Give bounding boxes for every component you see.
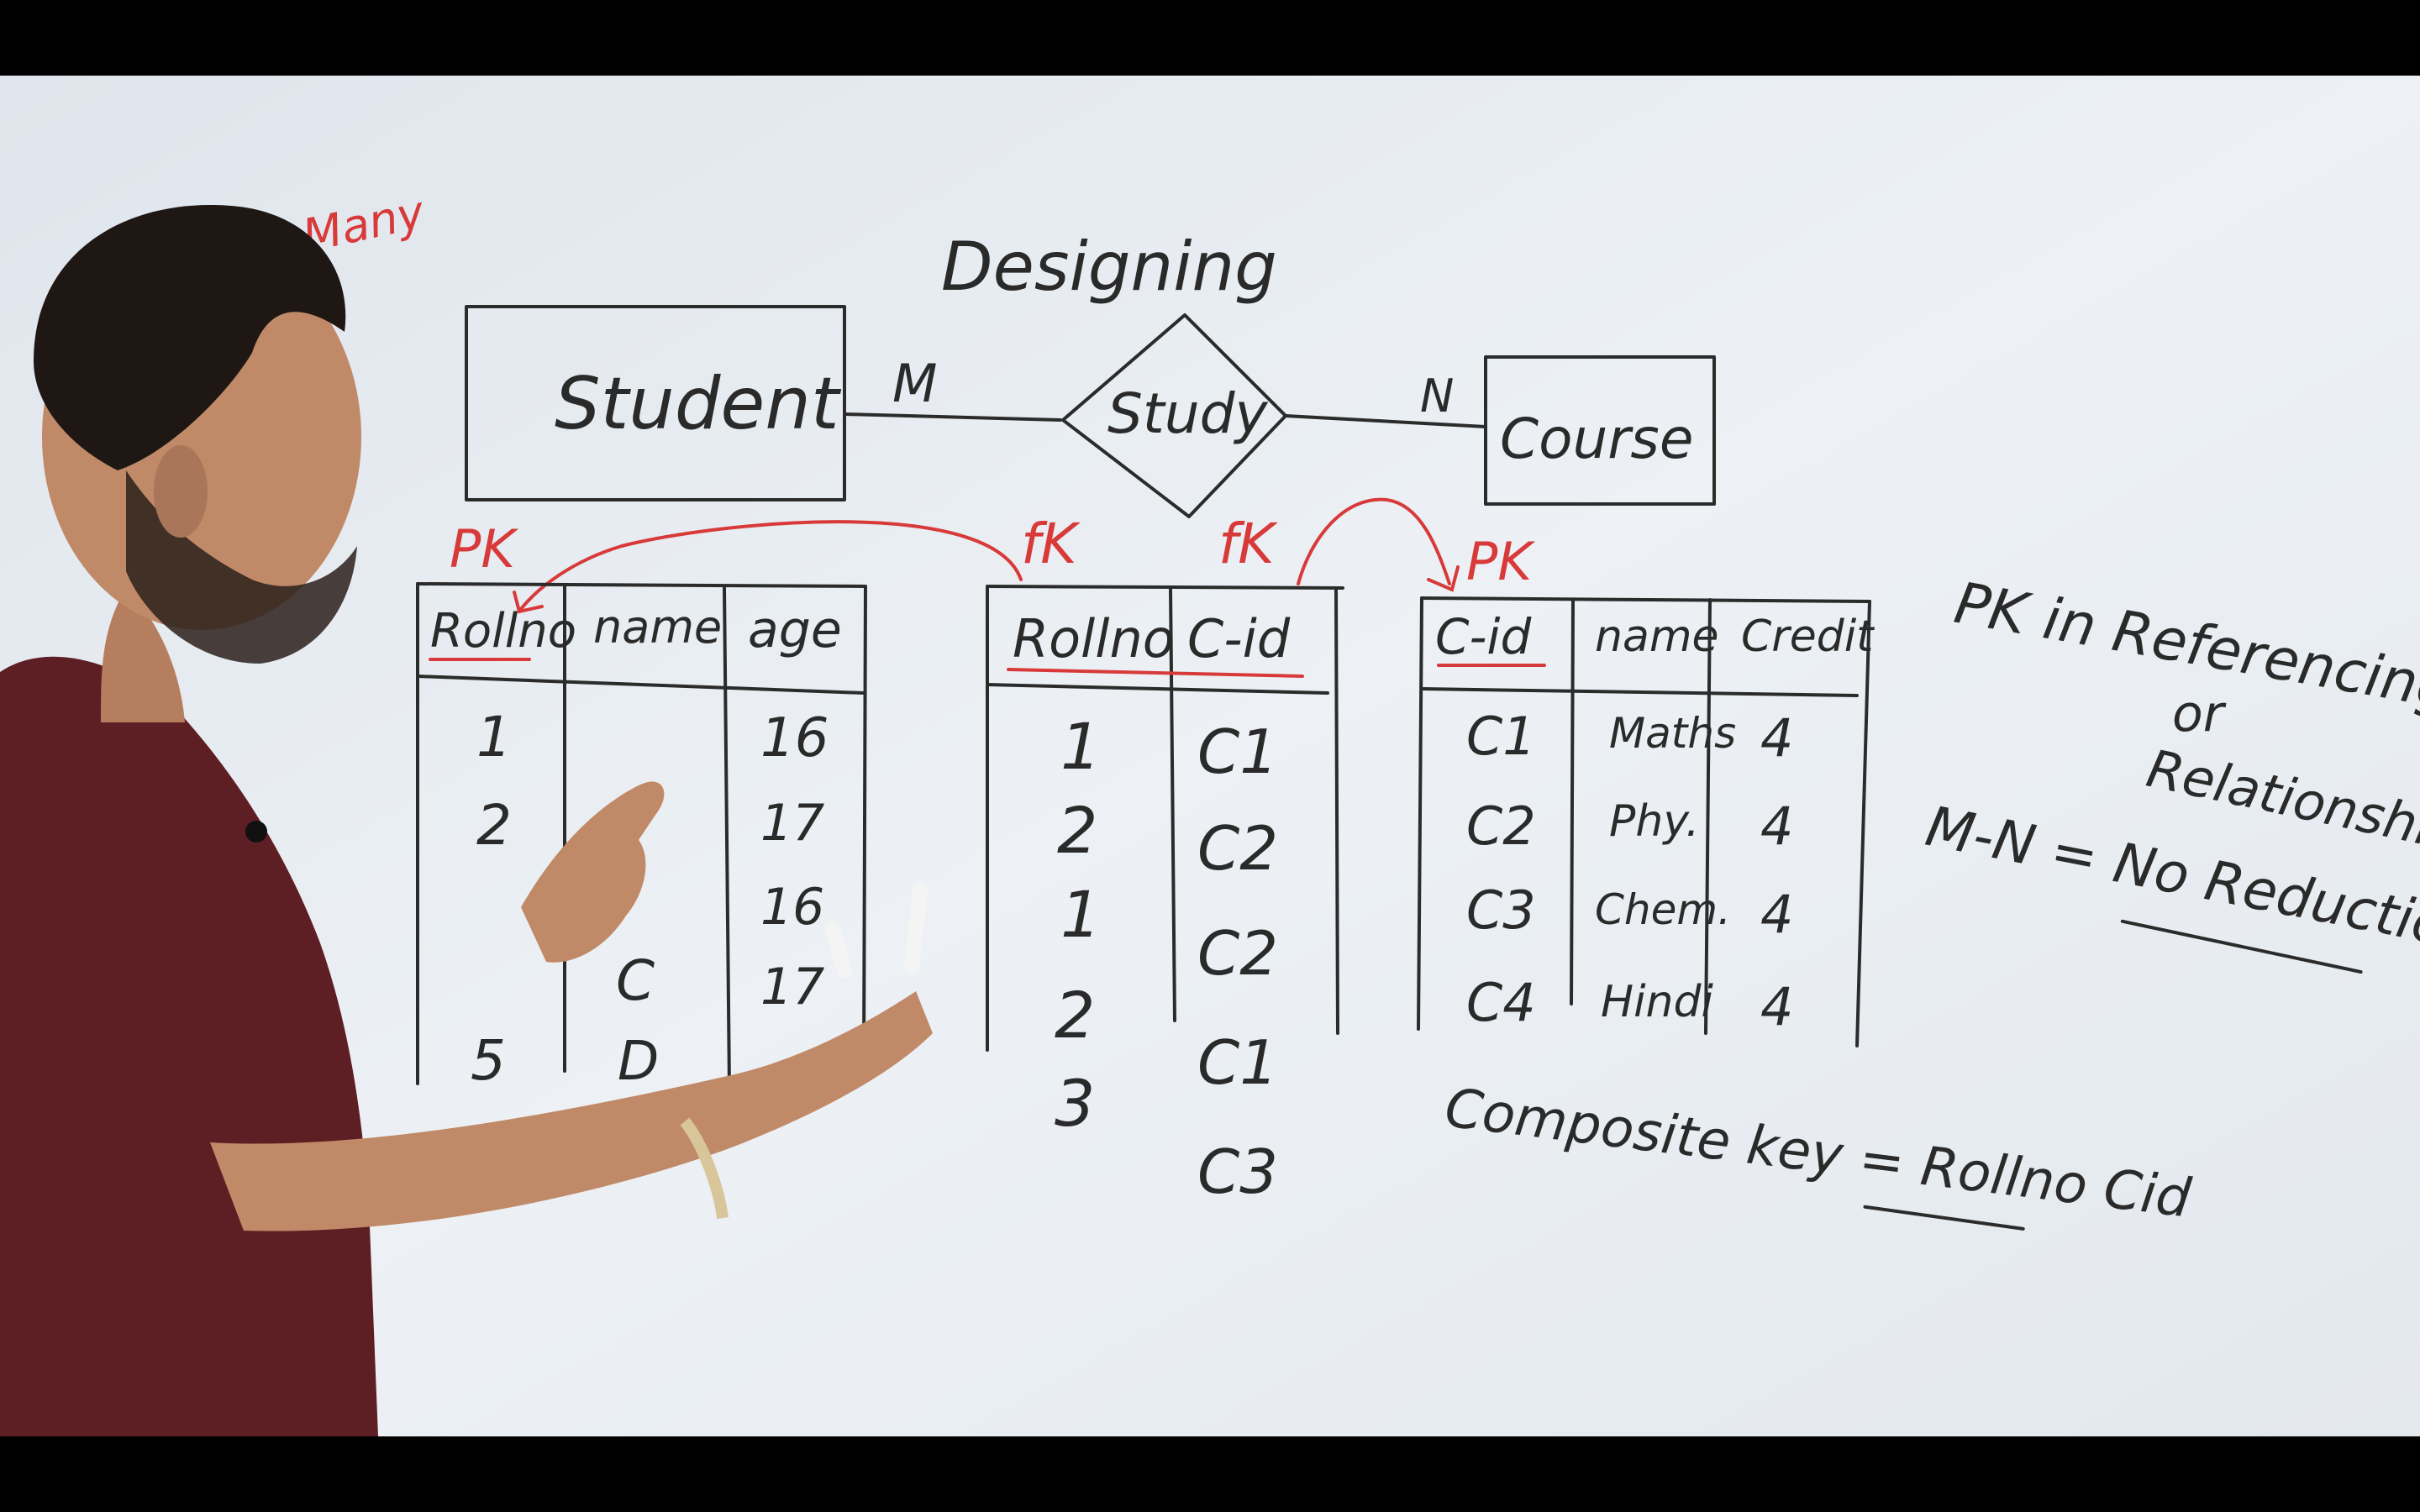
presenter [0,204,933,1436]
student-cell-rollno-2: 2 [476,793,512,858]
student-cell-rollno-1: 1 [476,705,512,769]
course-header-credit: Credit [1741,612,1875,662]
left-connector-line [843,412,1062,422]
course-cell-name-1: Maths [1609,709,1736,758]
course-cell-credit-4: 4 [1760,976,1793,1037]
course-header-name: name [1595,612,1718,662]
presenter-pointing-hand [521,781,665,963]
course-entity-box [1484,355,1716,506]
board-title: Designing [941,228,1277,306]
student-entity-box [465,305,846,501]
study-relationship-label: Study [1107,381,1268,446]
presenter-shirt [0,656,378,1436]
note-line-2: or [2172,685,2227,743]
course-cell-credit-3: 4 [1760,884,1793,945]
course-entity-label: Course [1500,407,1693,471]
student-cell-name-4: C [616,948,655,1013]
top-letterbox-bar [0,0,2420,76]
marker-2 [904,883,928,974]
student-header-age: age [748,601,842,659]
study-cell-rollno-4: 2 [1055,978,1095,1053]
lapel-mic [245,821,267,843]
course-cell-credit-2: 4 [1760,795,1793,857]
study-table-key-label-1: fK [1021,512,1081,576]
student-cell-age-2: 17 [760,794,824,853]
course-cell-credit-1: 4 [1760,707,1793,769]
presenter-neck [101,588,185,722]
course-cell-cid-2: C2 [1466,795,1536,857]
study-cell-cid-2: C2 [1197,813,1278,884]
student-entity-label: Student [555,362,842,446]
study-cell-rollno-2: 2 [1057,793,1097,868]
course-cell-cid-4: C4 [1466,972,1536,1033]
presenter-beard [126,470,357,664]
course-header-cid: C-id [1435,608,1533,665]
right-connector-line [1284,414,1487,428]
student-cell-age-1: 16 [760,707,829,769]
study-cell-rollno-5: 3 [1055,1066,1095,1141]
composite-key-text-underline [1863,1205,2025,1231]
course-cell-name-3: Chem. [1595,885,1731,934]
fk-to-student-arrow [519,520,1023,611]
study-cell-cid-5: C3 [1197,1137,1278,1207]
study-cell-cid-4: C1 [1197,1027,1278,1098]
left-cardinality: M [892,353,938,414]
course-table: PK C-id name Credit C1 Maths 4 C2 Phy. 4… [1417,531,1875,1047]
bottom-letterbox-bar [0,1436,2420,1512]
er-diagram: Student M Study N Course [465,305,1716,518]
study-cell-rollno-3: 1 [1060,877,1101,952]
student-header-rollno: Rollno [430,604,576,659]
student-cell-age-4: 17 [760,958,824,1016]
reduction-underline [2120,919,2363,974]
study-cell-rollno-1: 1 [1060,709,1101,784]
fk-to-course-arrowhead [1427,565,1460,592]
course-table-key-label: PK [1466,531,1535,592]
student-cell-name-5: D [618,1031,659,1093]
presenter-hair [34,204,346,470]
course-cell-cid-1: C1 [1466,706,1536,767]
student-header-name: name [593,601,722,654]
presenter-bracelet [680,1117,729,1219]
fk-to-course-arrow [1297,497,1451,585]
student-cell-rollno-5: 5 [471,1028,506,1093]
course-cell-name-2: Phy. [1609,796,1700,847]
student-table-key-label: PK [450,518,518,580]
study-header-cid: C-id [1187,608,1291,669]
student-table: PK Rollno name age 1 16 2 17 16 C 17 5 D [416,518,867,1093]
composite-key-underline [1007,668,1304,678]
right-cardinality: N [1420,370,1454,423]
fk-to-student-arrowhead [513,591,544,614]
study-cell-cid-3: C2 [1197,918,1278,989]
study-table: fK fK Rollno C-id 1 C1 2 C2 1 C2 2 C1 3 … [986,512,1344,1207]
marker-1 [824,921,852,978]
study-header-rollno: Rollno [1013,608,1175,669]
presenter-ear [154,445,208,538]
course-cell-name-4: Hindi [1601,977,1714,1027]
study-cell-cid-1: C1 [1197,717,1278,787]
study-table-key-label-2: fK [1218,512,1278,576]
course-cell-cid-3: C3 [1466,879,1536,941]
student-cell-age-3: 16 [760,878,824,937]
presenter-arm [210,991,933,1231]
